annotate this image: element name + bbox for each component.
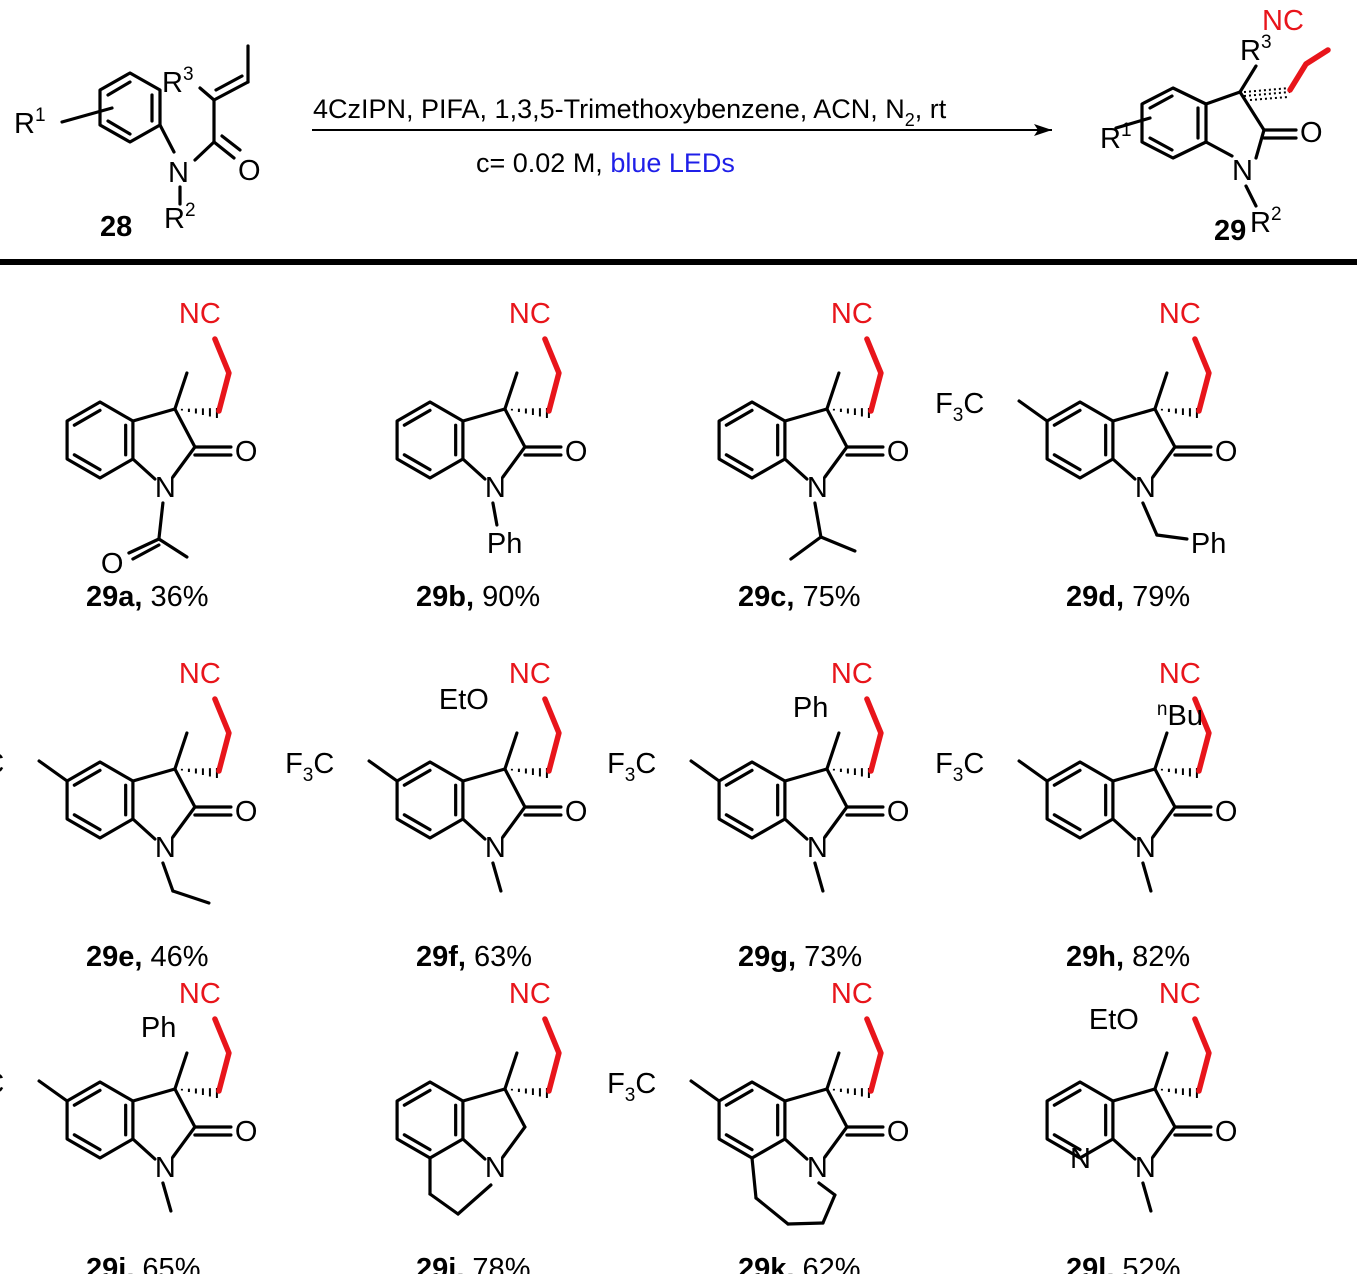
- nitrile-label-29g: NC: [831, 658, 873, 690]
- caption-29g: 29g, 73%: [738, 941, 862, 973]
- oxygen-label-29: O: [1300, 117, 1323, 149]
- nitrogen-label-29l: N: [1135, 1152, 1156, 1184]
- nitrogen-label-29i: N: [155, 1152, 176, 1184]
- product-29d: O N NC Ph F3C 29d, 79%: [935, 298, 1237, 613]
- product-29j: N NC 29j, 78%: [395, 978, 562, 1274]
- product-29: R1 N O R2 R3 NC 29: [1100, 5, 1331, 247]
- nitrile-label-29c: NC: [831, 298, 873, 330]
- product-29e: O N NC F3C 29e, 46%: [0, 658, 257, 973]
- r2-label-29: R2: [1250, 204, 1282, 239]
- product-29i: O N NC F3C Ph 29i, 65%: [0, 978, 257, 1274]
- butyl-label-29h: nBu: [1157, 699, 1203, 732]
- product-29g: O N NC F3C Ph 29g, 73%: [607, 658, 909, 973]
- conditions-line-1: 4CzIPN, PIFA, 1,3,5-Trimethoxybenzene, A…: [313, 94, 947, 130]
- r1-label-28: R1: [14, 105, 46, 140]
- nitrogen-label-29e: N: [155, 832, 176, 864]
- carbonyl-oxygen-29c: O: [887, 436, 910, 468]
- nitrogen-label-29a: N: [155, 472, 176, 504]
- nitrogen-label-29j: N: [485, 1152, 506, 1184]
- product-number: 29: [1214, 215, 1246, 247]
- carbonyl-oxygen-29a: O: [235, 436, 258, 468]
- caption-29f: 29f, 63%: [416, 941, 532, 973]
- r3-label-28: R3: [162, 64, 194, 99]
- reaction-arrow: 4CzIPN, PIFA, 1,3,5-Trimethoxybenzene, A…: [312, 94, 1052, 178]
- caption-29l: 29l, 52%: [1066, 1253, 1180, 1274]
- nitrile-label-29h: NC: [1159, 658, 1201, 690]
- reactant-28: R1 N R2 O R3 28: [14, 44, 261, 243]
- nitrile-label-29k: NC: [831, 978, 873, 1010]
- caption-29a: 29a, 36%: [86, 581, 209, 613]
- product-29b: O N NC Ph 29b, 90%: [395, 298, 588, 613]
- carbonyl-oxygen-29i: O: [235, 1116, 258, 1148]
- caption-29h: 29h, 82%: [1066, 941, 1190, 973]
- nitrogen-label-29c: N: [807, 472, 828, 504]
- cf3-label-29h: F3C: [935, 748, 984, 786]
- caption-29c: 29c, 75%: [738, 581, 861, 613]
- nitrile-label-29: NC: [1262, 5, 1304, 37]
- nitrogen-label-29b: N: [485, 472, 506, 504]
- caption-29e: 29e, 46%: [86, 941, 209, 973]
- caption-29k: 29k, 62%: [738, 1253, 861, 1274]
- carbonyl-oxygen-29d: O: [1215, 436, 1238, 468]
- carbonyl-oxygen-29l: O: [1215, 1116, 1238, 1148]
- nitrogen-label-29k: N: [807, 1152, 828, 1184]
- conditions-line-2: c= 0.02 M, blue LEDs: [476, 148, 735, 178]
- pyridine-nitrogen-29l: N: [1070, 1143, 1091, 1175]
- cf3-label-29k: F3C: [607, 1068, 656, 1106]
- carbonyl-oxygen-29b: O: [565, 436, 588, 468]
- cf3-label-29g: F3C: [607, 748, 656, 786]
- ethoxy-label-29f: EtO: [439, 684, 489, 716]
- caption-29b: 29b, 90%: [416, 581, 540, 613]
- nitrile-label-29i: NC: [179, 978, 221, 1010]
- r3-label-29: R3: [1240, 32, 1272, 67]
- product-29f: O N NC F3C EtO 29f, 63%: [285, 658, 587, 973]
- reactant-number: 28: [100, 211, 132, 243]
- oxygen-label-28: O: [238, 155, 261, 187]
- phenyl-label-29d: Ph: [1191, 528, 1226, 560]
- nitrile-label-29d: NC: [1159, 298, 1201, 330]
- phenyl-label-29b: Ph: [487, 528, 522, 560]
- phenyl-label-29g: Ph: [793, 692, 828, 724]
- phenyl-label-29i: Ph: [141, 1012, 176, 1044]
- acetyl-oxygen-29a: O: [101, 548, 124, 580]
- nitrogen-label-29h: N: [1135, 832, 1156, 864]
- carbonyl-oxygen-29f: O: [565, 796, 588, 828]
- nitrile-label-29a: NC: [179, 298, 221, 330]
- cf3-label-29d: F3C: [935, 388, 984, 426]
- nitrile-label-29e: NC: [179, 658, 221, 690]
- r1-label-29: R1: [1100, 120, 1132, 155]
- product-29c: O N NC 29c, 75%: [717, 298, 910, 613]
- product-29k: O N NC F3C 29k, 62%: [607, 978, 909, 1274]
- cf3-label-29e: F3C: [0, 748, 4, 786]
- nitrogen-label-29g: N: [807, 832, 828, 864]
- carbonyl-oxygen-29g: O: [887, 796, 910, 828]
- nitrogen-label-29: N: [1232, 155, 1253, 187]
- carbonyl-oxygen-29e: O: [235, 796, 258, 828]
- cf3-label-29i: F3C: [0, 1068, 4, 1106]
- nitrogen-label-29f: N: [485, 832, 506, 864]
- nitrogen-label-29d: N: [1135, 472, 1156, 504]
- carbonyl-oxygen-29h: O: [1215, 796, 1238, 828]
- carbonyl-oxygen-29k: O: [887, 1116, 910, 1148]
- product-29l: O N NC EtO N 29l, 52%: [1045, 978, 1238, 1274]
- caption-29j: 29j, 78%: [416, 1253, 530, 1274]
- r2-label-28: R2: [164, 200, 196, 235]
- product-29h: O N NC F3C nBu 29h, 82%: [935, 658, 1237, 973]
- nitrogen-label-28: N: [168, 157, 189, 189]
- caption-29d: 29d, 79%: [1066, 581, 1190, 613]
- caption-29i: 29i, 65%: [86, 1253, 200, 1274]
- nitrile-label-29b: NC: [509, 298, 551, 330]
- cf3-label-29f: F3C: [285, 748, 334, 786]
- nitrile-label-29l: NC: [1159, 978, 1201, 1010]
- nitrile-label-29f: NC: [509, 658, 551, 690]
- ethoxy-label-29l: EtO: [1089, 1004, 1139, 1036]
- nitrile-label-29j: NC: [509, 978, 551, 1010]
